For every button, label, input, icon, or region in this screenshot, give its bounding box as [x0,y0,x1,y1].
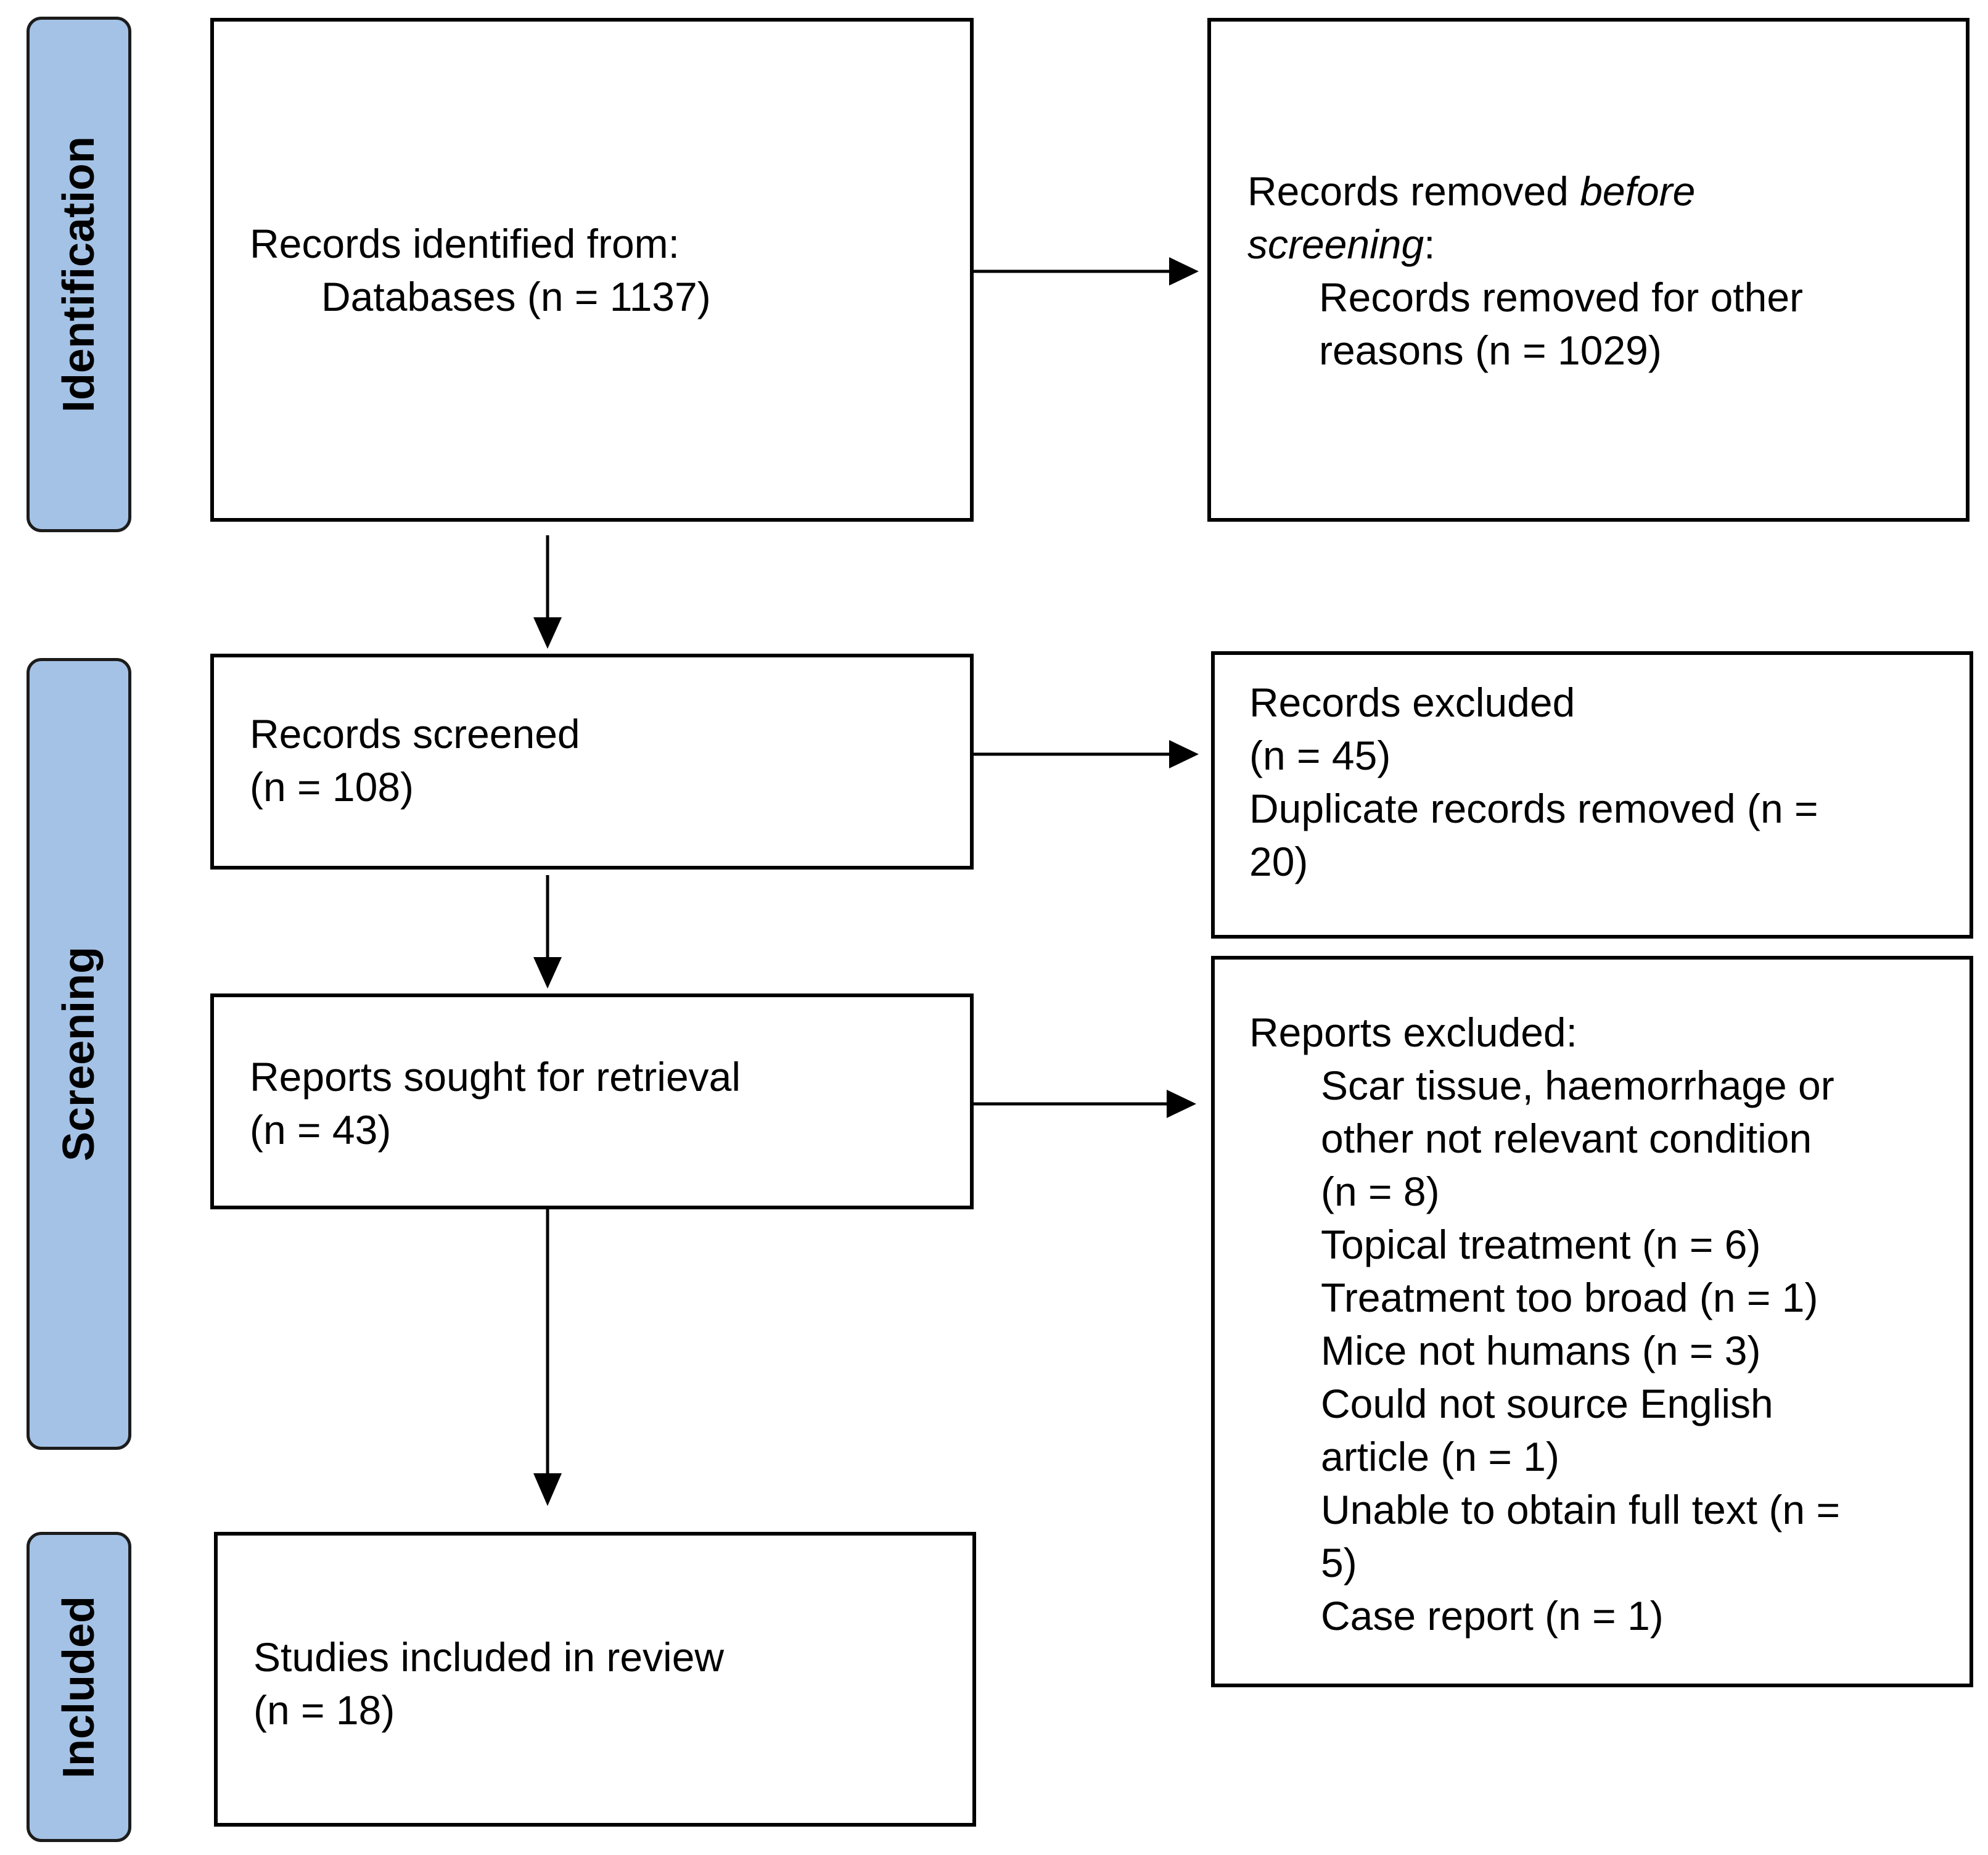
reports-sought-count: (n = 43) [250,1107,392,1153]
records-screened-box [210,654,974,870]
records-identified-heading: Records identified from: [250,221,680,266]
phase-identification: Identification [27,17,131,532]
records-screened-label: Records screened [250,711,580,757]
records-excluded-count: (n = 45) [1249,733,1391,778]
reports-excluded-text: Reports excluded: Scar tissue, haemorrha… [1249,1006,1840,1642]
records-removed-before-heading-2: screening: [1247,218,1803,271]
records-removed-before-heading: Records removed before [1247,165,1803,218]
reports-excluded-reason: Case report (n = 1) [1321,1593,1664,1639]
studies-included-text: Studies included in review (n = 18) [253,1631,724,1737]
arrowhead-sought-to-included [533,1473,562,1506]
arrowhead-identified-to-removed [1169,257,1199,286]
records-excluded-text: Records excluded (n = 45) Duplicate reco… [1249,676,1818,888]
reports-excluded-reason: 5) [1321,1540,1357,1586]
arrowhead-screened-to-sought [533,957,562,989]
heading-part-start: Records removed [1247,168,1580,214]
records-excluded-box [1211,651,1973,939]
reports-excluded-reason: Unable to obtain full text (n = [1321,1487,1841,1532]
phase-included: Included [27,1532,131,1842]
records-identified-text: Records identified from: Databases (n = … [250,217,711,323]
heading-part-screening: screening [1247,221,1424,267]
studies-included-count: (n = 18) [253,1687,395,1733]
records-identified-databases: Databases (n = 1137) [321,274,711,319]
reports-excluded-reason: (n = 8) [1321,1169,1440,1214]
records-removed-before-text: Records removed before screening: Record… [1247,165,1803,377]
records-screened-count: (n = 108) [250,764,414,810]
arrowhead-identified-to-screened [533,617,562,649]
duplicates-removed-label: Duplicate records removed (n = [1249,786,1818,831]
heading-part-colon: : [1424,221,1436,267]
records-screened-text: Records screened (n = 108) [250,707,580,813]
studies-included-box [214,1532,976,1827]
reports-excluded-reason: Topical treatment (n = 6) [1321,1222,1761,1267]
reports-excluded-box [1211,956,1973,1687]
arrowhead-screened-to-excluded [1169,740,1199,768]
duplicates-removed-count: 20) [1249,839,1308,884]
reports-sought-text: Reports sought for retrieval (n = 43) [250,1050,741,1156]
reports-excluded-reason: Treatment too broad (n = 1) [1321,1275,1818,1320]
reports-excluded-reason: Mice not humans (n = 3) [1321,1328,1761,1373]
reports-excluded-heading: Reports excluded: [1249,1010,1577,1055]
records-removed-other-line-1: Records removed for other [1319,274,1804,320]
heading-part-before: before [1580,168,1696,214]
reports-excluded-reason: Scar tissue, haemorrhage or [1321,1063,1834,1108]
records-identified-box [210,18,974,522]
reports-excluded-reason: other not relevant condition [1321,1116,1812,1161]
phase-screening: Screening [27,658,131,1450]
records-excluded-label: Records excluded [1249,680,1575,725]
arrowhead-sought-to-reports-excluded [1167,1090,1196,1118]
records-removed-before-screening-box [1207,18,1970,522]
reports-excluded-reason: Could not source English [1321,1381,1773,1426]
studies-included-label: Studies included in review [253,1634,725,1680]
reports-sought-label: Reports sought for retrieval [250,1054,741,1100]
reports-sought-box [210,993,974,1209]
records-removed-other-line-2: reasons (n = 1029) [1319,327,1662,373]
reports-excluded-reason: article (n = 1) [1321,1434,1559,1479]
